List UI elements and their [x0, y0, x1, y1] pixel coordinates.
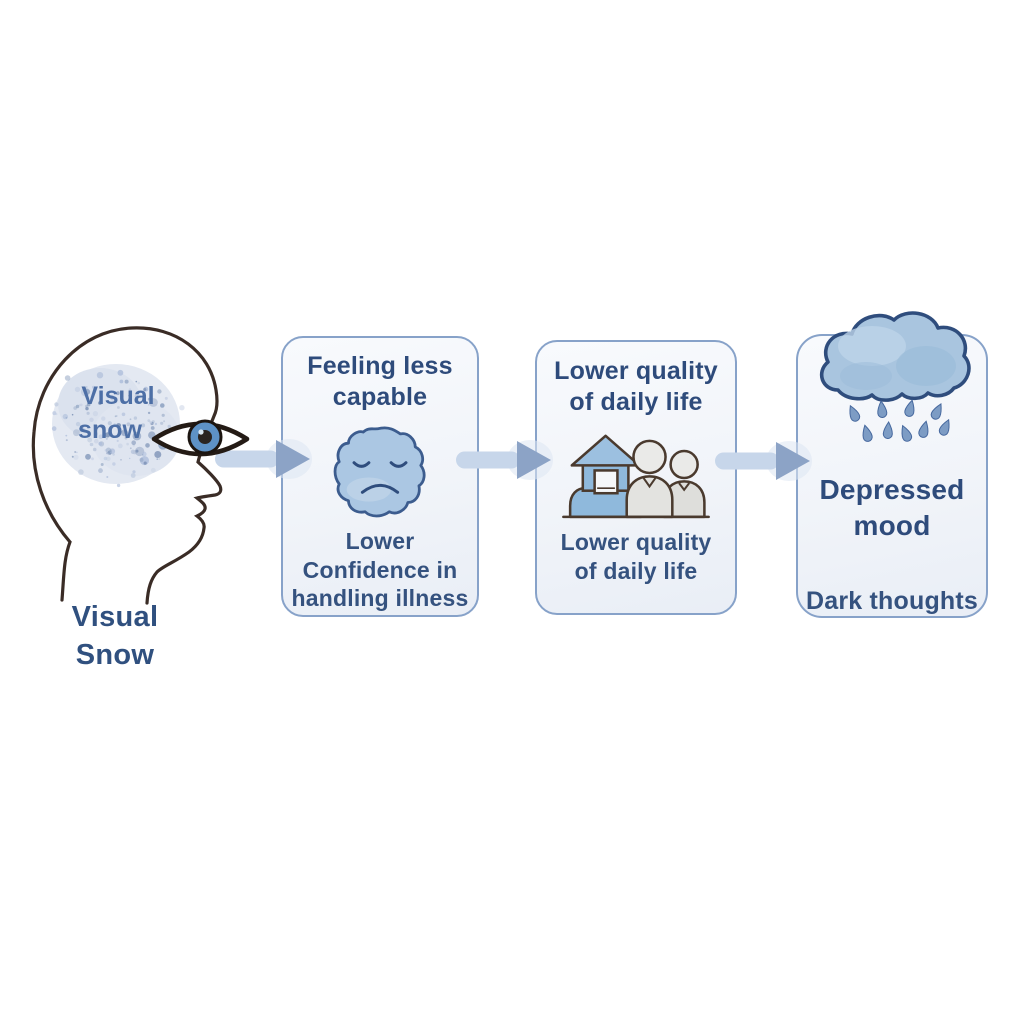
raindrops	[849, 399, 950, 442]
box-1-body: Lower Confidence in handling illness	[291, 527, 468, 613]
box-3-heading: Depressed mood	[820, 472, 965, 544]
flow-arrow-2	[456, 440, 553, 480]
head-outline	[31, 326, 223, 605]
box-3-body-line-1: Dark thoughts	[805, 586, 979, 615]
box-1-body-line-2: Confidence in	[302, 556, 458, 583]
box-feeling-less-capable: Feeling less capable Lower Confidence in…	[281, 336, 479, 617]
box-2-body: Lower quality of daily life	[561, 528, 712, 585]
box-1-title: Feeling less capable	[307, 351, 453, 413]
box-lower-quality-of-daily-life: Lower quality of daily life	[535, 340, 737, 615]
box-1-title-line-2: capable	[332, 383, 428, 411]
person-back	[662, 449, 706, 519]
eye-icon	[151, 419, 250, 457]
visual-snow-caption: Visual Snow	[35, 599, 195, 674]
flow-arrow-1	[215, 439, 312, 479]
box-1-body-line-3: handling illness	[291, 585, 469, 612]
box-2-body-line-2: of daily life	[574, 557, 698, 584]
flow-arrow-3	[715, 441, 812, 481]
caption-line-2: Snow	[75, 638, 155, 671]
brain-label-line-1: Visual	[81, 382, 154, 410]
box-1-body-line-1: Lower	[345, 528, 415, 554]
rain-cloud-icon	[819, 311, 971, 442]
box-3-body: Dark thoughts	[806, 586, 978, 617]
box-depressed-mood: Depressed mood Dark thoughts	[796, 311, 988, 618]
brain-label-line-2: snow	[78, 416, 142, 444]
box-2-body-line-1: Lower quality	[560, 529, 712, 555]
sad-blob-face-icon	[329, 420, 431, 527]
box-2-title-line-1: Lower quality	[554, 357, 718, 385]
box-1-title-line-1: Feeling less	[307, 352, 453, 380]
house-and-people-icon	[560, 428, 712, 528]
box-2-title: Lower quality of daily life	[554, 356, 718, 418]
box-2-title-line-2: of daily life	[569, 388, 703, 416]
person-front	[625, 439, 674, 519]
head-profile-illustration: Visual snow	[31, 326, 250, 605]
caption-line-1: Visual	[71, 601, 159, 633]
box-3-heading-line-1: Depressed	[819, 474, 965, 505]
box-3-heading-line-2: mood	[853, 509, 931, 541]
visual-snow-speckle-patch: Visual snow	[51, 364, 185, 488]
